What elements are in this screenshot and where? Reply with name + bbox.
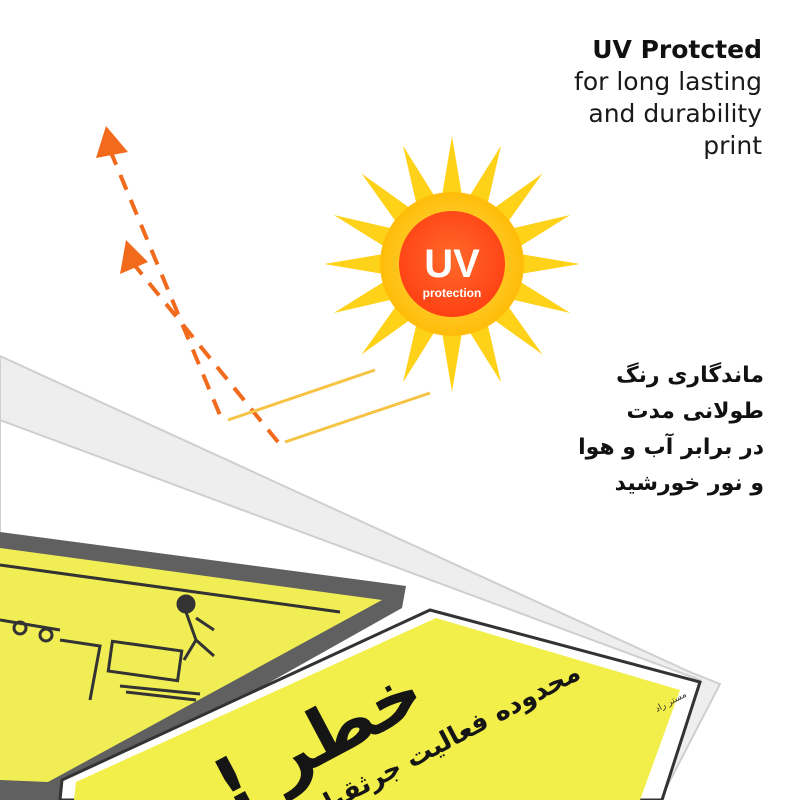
uv-headline: UV Protcted for long lasting and durabil… (442, 34, 762, 162)
sun-ray (361, 302, 414, 355)
sun-ray (490, 173, 543, 226)
persian-line-4: و نور خورشید (614, 471, 764, 496)
arrow-line-inner (130, 260, 280, 444)
reflected-uv-arrows (96, 126, 280, 444)
sun-ray (508, 279, 571, 313)
persian-line-1: ماندگاری رنگ (616, 363, 764, 388)
sun-ray (361, 173, 414, 226)
uv-badge-big: UV (424, 242, 480, 286)
warning-triangle-fill (0, 548, 382, 782)
sun-ray (508, 215, 571, 249)
persian-line-2: طولانی مدت (626, 399, 764, 424)
sun-ray (403, 320, 437, 383)
warning-sign: خطر ! محدوده فعالیت جرثقیل مستر راد (0, 532, 702, 800)
arrowhead-outer (96, 126, 128, 158)
sun-ray (441, 136, 463, 199)
sun-ray (441, 329, 463, 392)
sun-ray (333, 215, 396, 249)
crane-pictogram (0, 563, 341, 702)
sun-ray (517, 253, 580, 275)
headline-title: UV Protcted (592, 35, 762, 64)
sun-ray (467, 320, 501, 383)
sun-ray (490, 302, 543, 355)
persian-line-3: در برابر آب و هوا (578, 435, 764, 460)
sun-ray (403, 145, 437, 208)
sun-ray (333, 279, 396, 313)
arrow-line-outer (108, 149, 224, 421)
sun-ray (467, 145, 501, 208)
persian-caption: ماندگاری رنگ طولانی مدت در برابر آب و هو… (464, 358, 764, 502)
sun-rays-lines (227, 368, 431, 444)
uv-badge-small: protection (423, 286, 482, 300)
sun-ray (324, 253, 387, 275)
headline-line-3: print (703, 131, 762, 160)
headline-line-2: and durability (588, 99, 762, 128)
headline-line-1: for long lasting (574, 67, 762, 96)
sun-icon: UV protection (324, 136, 580, 392)
sign-board-fill (74, 618, 680, 800)
arrowhead-inner (120, 240, 148, 274)
uv-badge (399, 211, 505, 317)
